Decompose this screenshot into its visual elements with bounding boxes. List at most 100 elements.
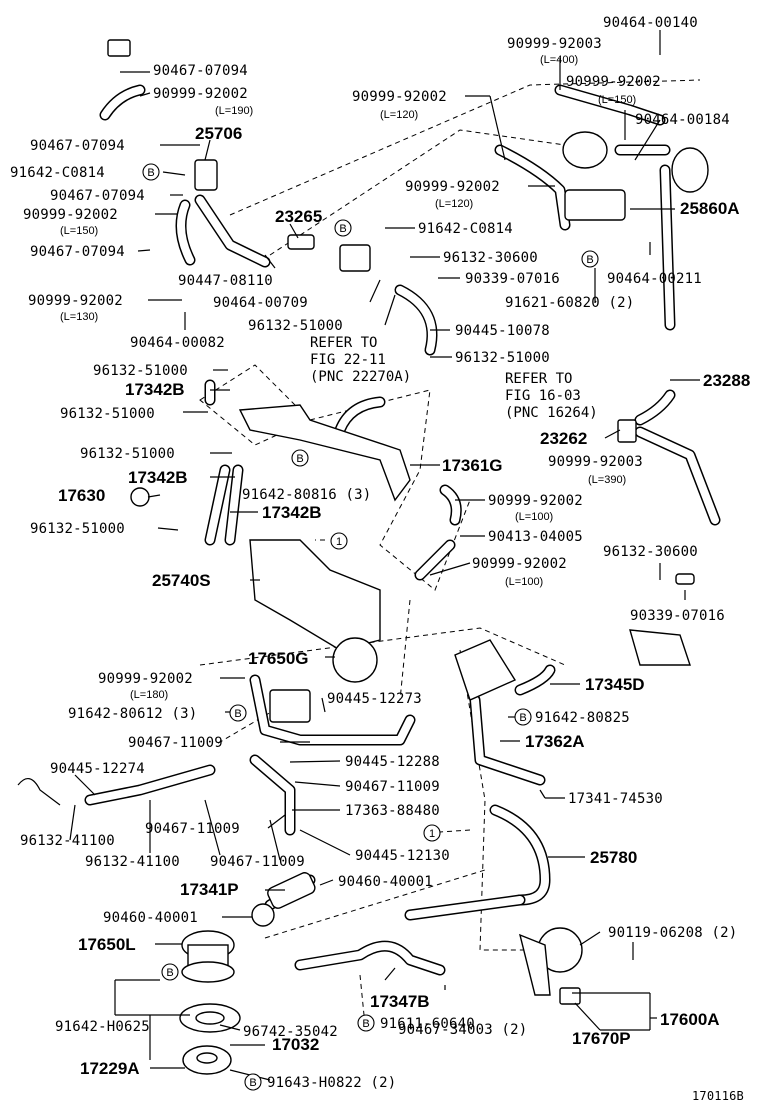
label-23262: 23262 [540,429,587,448]
length-120-a: (L=120) [380,109,418,121]
label-17650g: 17650G [248,649,309,668]
label-90999-92002-g: 90999-92002 [28,293,123,309]
label-17362a: 17362A [525,732,585,751]
svg-text:B: B [296,453,303,465]
marker-1-a: 1 [330,532,348,550]
label-90467-11009-c: 90467-11009 [145,821,240,837]
label-17342b-c: 17342B [262,503,322,522]
label-96132-51000-b: 96132-51000 [455,350,550,366]
svg-text:B: B [519,712,526,724]
label-90464-00211: 90464-00211 [607,271,702,287]
svg-text:1: 1 [336,536,342,548]
label-96132-51000-c: 96132-51000 [93,363,188,379]
label-90460-40001-b: 90460-40001 [103,910,198,926]
label-17345d: 17345D [585,675,645,694]
svg-text:1: 1 [429,828,435,840]
label-17363-88480: 17363-88480 [345,803,440,819]
length-100-b: (L=100) [505,576,543,588]
length-100-a: (L=100) [515,511,553,523]
label-90467-11009-d: 90467-11009 [210,854,305,870]
refer-note-1-line1: REFER TO [310,335,377,351]
marker-b-7: B [161,963,179,981]
label-17630: 17630 [58,486,105,505]
hoses [84,84,721,976]
label-90464-00140: 90464-00140 [603,15,698,31]
bolt-markers: B B B B B B B B B 1 1 [142,163,599,1091]
length-150-a: (L=150) [598,94,636,106]
svg-text:B: B [147,167,154,179]
label-17341-74530: 17341-74530 [568,791,663,807]
length-400: (L=400) [540,54,578,66]
marker-b-6: B [514,708,532,726]
label-90467-07094-a: 90467-07094 [153,63,248,79]
svg-text:B: B [166,967,173,979]
label-91642-c0814-b: 91642-C0814 [418,221,513,237]
label-90464-00709: 90464-00709 [213,295,308,311]
label-23265: 23265 [275,207,322,226]
marker-1-b: 1 [423,824,441,842]
label-91611-60640: 91611-60640 [380,1016,475,1032]
length-130: (L=130) [60,311,98,323]
label-17361g: 17361G [442,456,503,475]
label-96132-41100-a: 96132-41100 [20,833,115,849]
label-91642-c0814-a: 91642-C0814 [10,165,105,181]
marker-b-3: B [581,250,599,268]
label-90445-12288: 90445-12288 [345,754,440,770]
label-90445-10078: 90445-10078 [455,323,550,339]
label-90413-04005: 90413-04005 [488,529,583,545]
label-90999-92002-h: 90999-92002 [488,493,583,509]
label-91642-80825: 91642-80825 [535,710,630,726]
label-90445-12274: 90445-12274 [50,761,145,777]
label-90999-92003-a: 90999-92003 [507,36,602,52]
label-96742-35042: 96742-35042 [243,1024,338,1040]
label-96132-30600-a: 96132-30600 [443,250,538,266]
label-90999-92002-c: 90999-92002 [153,86,248,102]
length-180: (L=180) [130,689,168,701]
label-96132-51000-a: 96132-51000 [248,318,343,334]
marker-b-1: B [142,163,160,181]
label-91643-h0822: 91643-H0822 (2) [267,1075,396,1091]
label-25780: 25780 [590,848,637,867]
label-17341p: 17341P [180,880,239,899]
label-25740s: 25740S [152,571,211,590]
label-90467-07094-d: 90467-07094 [30,244,125,260]
label-90999-92002-f: 90999-92002 [405,179,500,195]
svg-text:B: B [234,708,241,720]
label-96132-30600-b: 96132-30600 [603,544,698,560]
label-90999-92002-i: 90999-92002 [472,556,567,572]
part-labels: 90464-00140 90999-92003 (L=400) 90999-92… [10,15,750,1103]
label-17342b-a: 17342B [125,380,185,399]
label-90467-11009-b: 90467-11009 [345,779,440,795]
label-25706: 25706 [195,124,242,143]
marker-b-8: B [357,1014,375,1032]
label-96132-51000-f: 96132-51000 [30,521,125,537]
refer-note-2-line3: (PNC 16264) [505,405,598,421]
label-90467-11009-a: 90467-11009 [128,735,223,751]
figure-code: 170116B [692,1089,744,1103]
refer-note-2-line1: REFER TO [505,371,572,387]
label-90467-07094-c: 90467-07094 [50,188,145,204]
label-17650l: 17650L [78,935,136,954]
label-90999-92002-j: 90999-92002 [98,671,193,687]
components [17,39,709,1075]
label-90999-92002-b: 90999-92002 [566,74,661,90]
label-91642-80612: 91642-80612 (3) [68,706,197,722]
label-91621-60820: 91621-60820 (2) [505,295,634,311]
label-90445-12130: 90445-12130 [355,848,450,864]
label-96132-51000-e: 96132-51000 [80,446,175,462]
label-91642-80816: 91642-80816 (3) [242,487,371,503]
label-90339-07016-a: 90339-07016 [465,271,560,287]
label-90999-92002-e: 90999-92002 [23,207,118,223]
marker-b-5: B [229,704,247,722]
label-17032: 17032 [272,1035,319,1054]
refer-note-2-line2: FIG 16-03 [505,388,581,404]
label-96132-41100-b: 96132-41100 [85,854,180,870]
marker-b-2: B [334,219,352,237]
label-25860a: 25860A [680,199,740,218]
svg-text:B: B [586,254,593,266]
marker-b-4: B [291,449,309,467]
label-90999-92002-d: 90999-92002 [352,89,447,105]
label-90339-07016-b: 90339-07016 [630,608,725,624]
label-90464-00184: 90464-00184 [635,112,730,128]
